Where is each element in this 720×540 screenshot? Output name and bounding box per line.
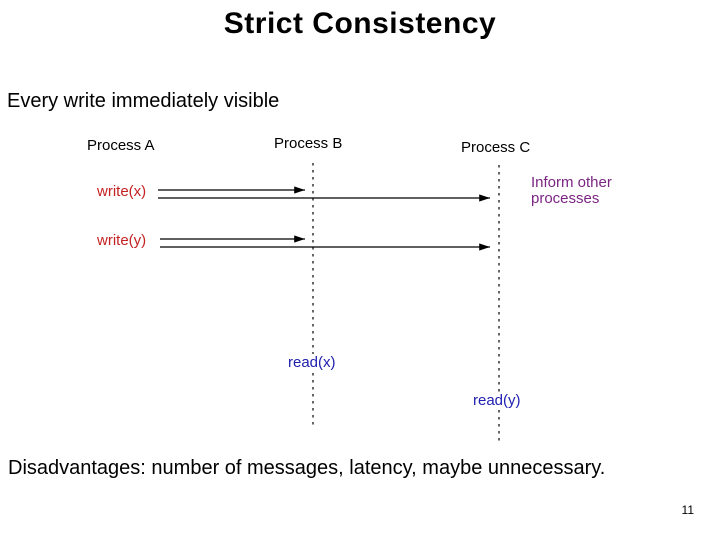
process-a-label: Process A [87,137,155,154]
inform-line-2: processes [531,190,600,207]
read-y-label: read(y) [470,392,524,409]
disadvantages-text: Disadvantages: number of messages, laten… [8,457,606,479]
inform-line-1: Inform other [531,174,612,191]
process-c-label: Process C [461,139,531,156]
slide-title: Strict Consistency [223,7,497,40]
process-b-label: Process B [274,135,343,152]
inform-other-processes-label: Inform other processes [531,175,612,207]
consistency-timeline-diagram: Process A Process B Process C write(x) w… [0,125,720,455]
write-y-label: write(y) [97,232,147,249]
page-number: 11 [681,503,694,517]
write-x-label: write(x) [97,183,147,200]
read-x-label: read(x) [285,354,339,371]
subtitle-text: Every write immediately visible [7,90,280,112]
